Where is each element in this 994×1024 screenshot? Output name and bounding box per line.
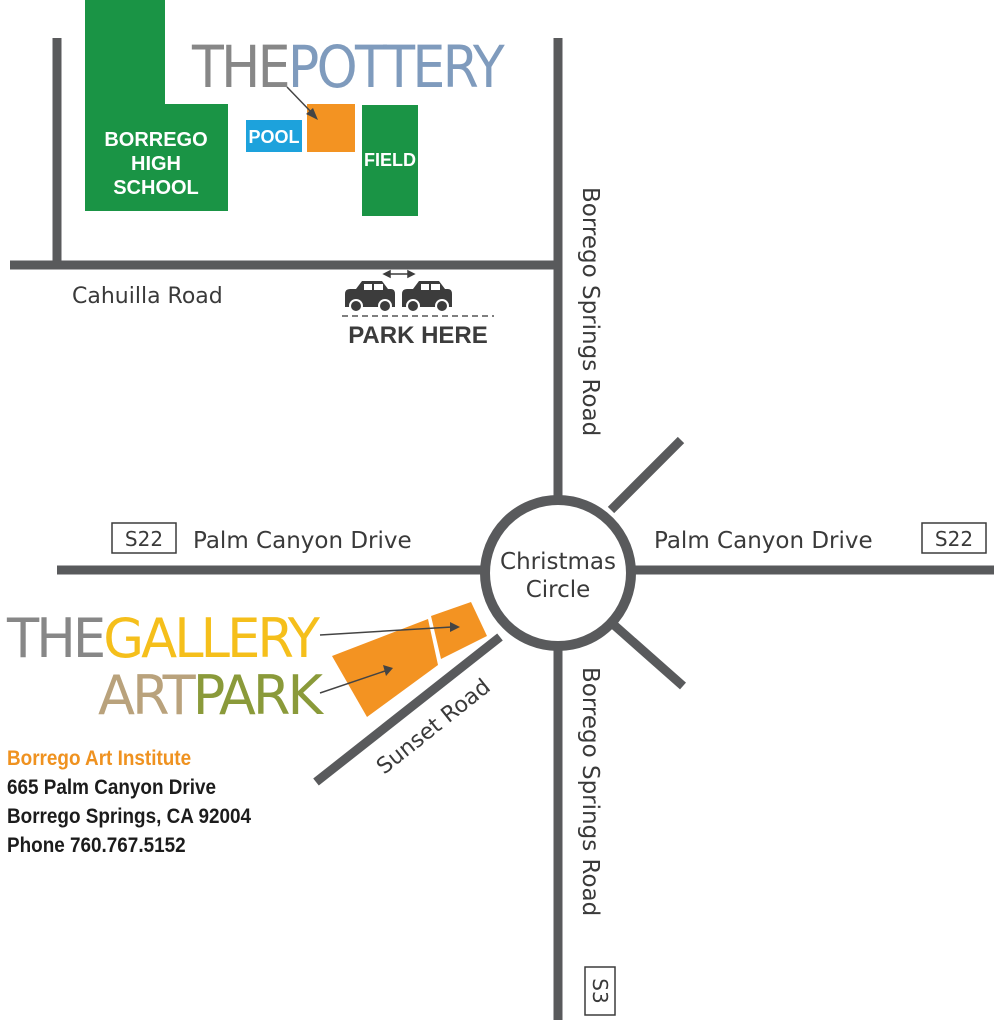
- gallery-arrow-line: [319, 626, 453, 636]
- artpark-arrow-head: [383, 665, 393, 676]
- diagonal-road-se: [611, 621, 686, 690]
- artpark-logo-part2: PARK: [193, 664, 325, 727]
- borrego-springs-road-south-label: Borrego Springs Road: [577, 667, 603, 916]
- field-label: FIELD: [364, 150, 416, 170]
- route-shield-west-label: S22: [125, 527, 163, 551]
- route-shield-east: [921, 522, 987, 554]
- gallery-logo-prefix: THE: [6, 607, 103, 670]
- pottery-logo-name: POTTERY: [288, 33, 505, 101]
- school-label-line2: HIGH: [131, 153, 181, 175]
- route-shield-south: [584, 966, 616, 1016]
- address-phone: Phone 760.767.5152: [7, 834, 186, 857]
- christmas-circle-roundabout: [480, 495, 636, 651]
- pottery-logo: THEPOTTERY: [191, 33, 505, 101]
- cahuilla-road-label: Cahuilla Road: [72, 284, 223, 309]
- field-building: [362, 105, 418, 216]
- borrego-high-school-building: [85, 0, 228, 211]
- palm-canyon-drive-east-label: Palm Canyon Drive: [654, 528, 873, 554]
- artpark-logo: ARTPARK: [98, 664, 325, 727]
- car-icon: [345, 281, 395, 313]
- address-block: Borrego Art Institute 665 Palm Canyon Dr…: [7, 744, 251, 860]
- artpark-arrow-line: [319, 670, 386, 694]
- address-org-name: Borrego Art Institute: [7, 747, 192, 770]
- gallery-logo-name: GALLERY: [103, 607, 321, 670]
- pool-building: [246, 120, 302, 152]
- school-label-line3: SCHOOL: [113, 177, 199, 199]
- christmas-circle-label-line2: Circle: [526, 577, 591, 603]
- gallery-logo: THEGALLERY: [6, 607, 321, 670]
- borrego-springs-road-north-label: Borrego Springs Road: [577, 187, 603, 436]
- artpark-logo-part1: ART: [98, 664, 197, 727]
- park-here-label: PARK HERE: [348, 322, 488, 349]
- gallery-building: [431, 602, 487, 659]
- pottery-logo-prefix: THE: [191, 33, 288, 101]
- palm-canyon-drive-west-label: Palm Canyon Drive: [193, 528, 412, 554]
- address-city: Borrego Springs, CA 92004: [7, 805, 252, 828]
- diagonal-road-ne: [607, 436, 685, 514]
- pool-label: POOL: [248, 127, 299, 147]
- gallery-arrow-head: [450, 622, 460, 632]
- route-shield-south-label: S3: [588, 978, 612, 1003]
- sunset-road-line: [313, 633, 503, 786]
- double-arrow-icon: [382, 269, 416, 279]
- pottery-arrow-head: [306, 108, 318, 120]
- route-shield-east-label: S22: [935, 527, 973, 551]
- address-street: 665 Palm Canyon Drive: [7, 776, 217, 799]
- roads: [10, 38, 994, 1020]
- pottery-building: [307, 104, 355, 152]
- pottery-arrow-line: [286, 86, 314, 115]
- route-shield-west: [111, 522, 177, 554]
- school-label-line1: BORREGO: [104, 129, 207, 151]
- car-icon: [402, 281, 452, 313]
- christmas-circle-label-line1: Christmas: [500, 549, 616, 575]
